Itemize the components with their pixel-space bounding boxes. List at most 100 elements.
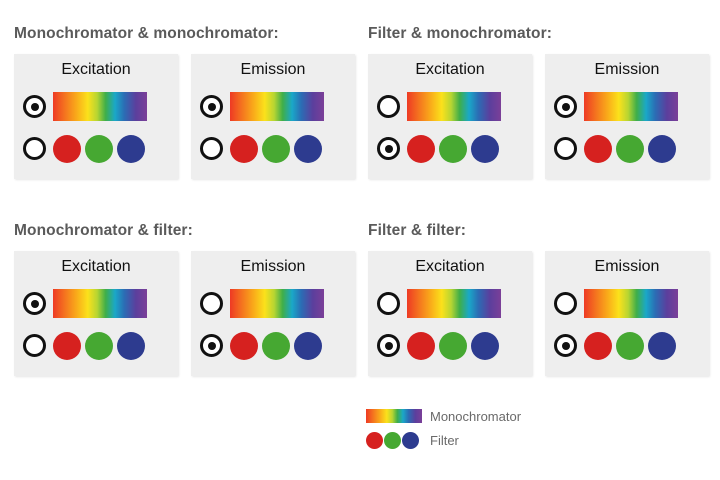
panel-title: Excitation [415,61,485,78]
panel-emission[interactable]: Emission [545,54,709,179]
spectrum-bar-icon [230,289,324,319]
option-filter[interactable] [368,325,532,367]
option-monochromator[interactable] [545,283,709,325]
option-filter[interactable] [545,128,709,170]
option-monochromator[interactable] [368,283,532,325]
filter-dot-green [616,134,644,163]
panel-group: Excitation Emission [368,54,713,179]
option-monochromator[interactable] [14,283,178,325]
filter-circles-icon [230,331,322,360]
filter-dot-red [53,331,81,360]
radio-monochromator-icon[interactable] [554,95,577,119]
panel-group: Excitation Emission [14,251,359,376]
filter-dot-blue [648,331,676,360]
panel-excitation[interactable]: Excitation [368,251,532,376]
panel-excitation[interactable]: Excitation [14,54,178,179]
radio-filter-icon[interactable] [554,334,577,358]
filter-circles-icon [407,134,499,163]
filter-dot-blue [648,134,676,163]
option-filter[interactable] [191,128,355,170]
filter-dot-green [262,331,290,360]
option-monochromator[interactable] [545,86,709,128]
filter-circles-icon [366,431,422,449]
section-filter-monochromator: Filter & monochromator: Excitation [368,25,713,179]
filter-dot-green [384,431,401,449]
option-monochromator[interactable] [368,86,532,128]
filter-dot-red [53,134,81,163]
filter-dot-red [230,134,258,163]
option-filter[interactable] [14,325,178,367]
spectrum-bar-icon [584,289,678,319]
option-filter[interactable] [545,325,709,367]
legend-item-filter: Filter [366,430,521,450]
panel-title: Emission [240,61,306,78]
radio-filter-icon[interactable] [23,334,46,358]
filter-dot-green [439,134,467,163]
radio-monochromator-icon[interactable] [200,95,223,119]
option-filter[interactable] [191,325,355,367]
legend: Monochromator Filter [366,406,521,454]
filter-dot-green [616,331,644,360]
filter-dot-blue [471,331,499,360]
option-filter[interactable] [368,128,532,170]
panel-title: Excitation [61,258,131,275]
panel-excitation[interactable]: Excitation [14,251,178,376]
section-title: Filter & monochromator: [368,25,553,42]
radio-filter-icon[interactable] [377,334,400,358]
filter-dot-green [439,331,467,360]
option-monochromator[interactable] [14,86,178,128]
radio-filter-icon[interactable] [200,334,223,358]
radio-filter-icon[interactable] [377,137,400,161]
spectrum-bar-icon [53,92,147,122]
legend-label: Filter [430,432,459,448]
panel-title: Emission [594,61,660,78]
radio-monochromator-icon[interactable] [377,95,400,119]
option-monochromator[interactable] [191,86,355,128]
filter-dot-red [407,134,435,163]
radio-filter-icon[interactable] [200,137,223,161]
spectrum-bar-icon [407,92,501,122]
panel-excitation[interactable]: Excitation [368,54,532,179]
panel-emission[interactable]: Emission [191,251,355,376]
radio-monochromator-icon[interactable] [23,292,46,316]
filter-dot-red [366,431,383,449]
filter-dot-green [85,331,113,360]
filter-circles-icon [584,134,676,163]
filter-dot-red [407,331,435,360]
panel-emission[interactable]: Emission [545,251,709,376]
filter-dot-green [262,134,290,163]
option-filter[interactable] [14,128,178,170]
section-title: Filter & filter: [368,222,467,239]
filter-dot-blue [294,134,322,163]
filter-dot-red [584,134,612,163]
option-monochromator[interactable] [191,283,355,325]
filter-dot-green [85,134,113,163]
radio-filter-icon[interactable] [554,137,577,161]
spectrum-bar-icon [407,289,501,319]
filter-dot-blue [471,134,499,163]
section-title: Monochromator & filter: [14,222,193,239]
filter-dot-blue [117,134,145,163]
filter-circles-icon [407,331,499,360]
section-monochromator-monochromator: Monochromator & monochromator: Excitatio… [14,25,359,179]
spectrum-bar-icon [584,92,678,122]
panel-title: Excitation [61,61,131,78]
filter-circles-icon [230,134,322,163]
panel-title: Excitation [415,258,485,275]
filter-circles-icon [53,134,145,163]
filter-dot-blue [117,331,145,360]
filter-circles-icon [53,331,145,360]
legend-item-monochromator: Monochromator [366,406,521,426]
panel-emission[interactable]: Emission [191,54,355,179]
radio-monochromator-icon[interactable] [200,292,223,316]
filter-dot-blue [294,331,322,360]
panel-group: Excitation Emission [368,251,713,376]
spectrum-bar-icon [366,409,422,423]
section-filter-filter: Filter & filter: Excitation [368,222,713,376]
spectrum-bar-icon [53,289,147,319]
radio-monochromator-icon[interactable] [554,292,577,316]
radio-monochromator-icon[interactable] [23,95,46,119]
radio-monochromator-icon[interactable] [377,292,400,316]
radio-filter-icon[interactable] [23,137,46,161]
